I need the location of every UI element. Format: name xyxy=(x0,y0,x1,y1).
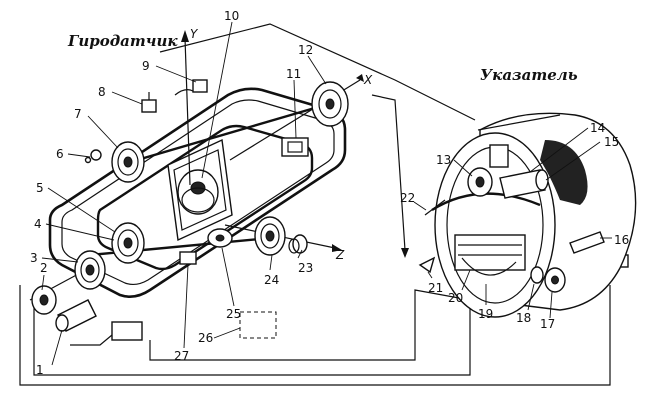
callout-12: 12 xyxy=(298,43,313,57)
callout-20: 20 xyxy=(448,291,463,305)
gyro-components xyxy=(31,79,309,341)
callout-21: 21 xyxy=(428,281,443,295)
rotor-housing xyxy=(167,138,233,242)
callout-18: 18 xyxy=(516,311,531,325)
callout-9: 9 xyxy=(142,59,150,73)
callout-7: 7 xyxy=(74,107,82,121)
callout-15: 15 xyxy=(604,135,619,149)
callout-10: 10 xyxy=(224,9,239,23)
callout-16: 16 xyxy=(614,233,629,247)
gyro-sensor-title: Гиродатчик xyxy=(67,32,178,50)
indicator-title: Указатель xyxy=(480,66,578,84)
x-axis-label: X xyxy=(363,73,373,87)
callout-27: 27 xyxy=(174,349,189,363)
callout-22: 22 xyxy=(400,191,415,205)
callout-labels: 1 2 3 4 5 6 7 8 9 10 11 12 13 14 15 16 1 xyxy=(30,9,629,377)
callout-4: 4 xyxy=(34,217,42,231)
connection-wires xyxy=(19,23,629,386)
callout-1: 1 xyxy=(36,363,44,377)
indicator-housing xyxy=(418,112,637,318)
callout-13: 13 xyxy=(436,153,451,167)
bearing-rings xyxy=(74,81,349,290)
callout-25: 25 xyxy=(226,307,241,321)
callout-23: 23 xyxy=(298,261,313,275)
callout-17: 17 xyxy=(540,317,555,331)
callout-26: 26 xyxy=(198,331,213,345)
y-axis: Y xyxy=(181,27,199,186)
callout-11: 11 xyxy=(286,67,301,81)
callout-8: 8 xyxy=(98,85,106,99)
y-axis-label: Y xyxy=(190,27,199,41)
z-axis-label: Z xyxy=(335,248,345,262)
callout-6: 6 xyxy=(56,147,64,161)
callout-2: 2 xyxy=(40,261,48,275)
callout-14: 14 xyxy=(590,121,605,135)
callout-24: 24 xyxy=(264,273,279,287)
callout-19: 19 xyxy=(478,307,493,321)
callout-3: 3 xyxy=(30,251,38,265)
callout-5: 5 xyxy=(36,181,44,195)
